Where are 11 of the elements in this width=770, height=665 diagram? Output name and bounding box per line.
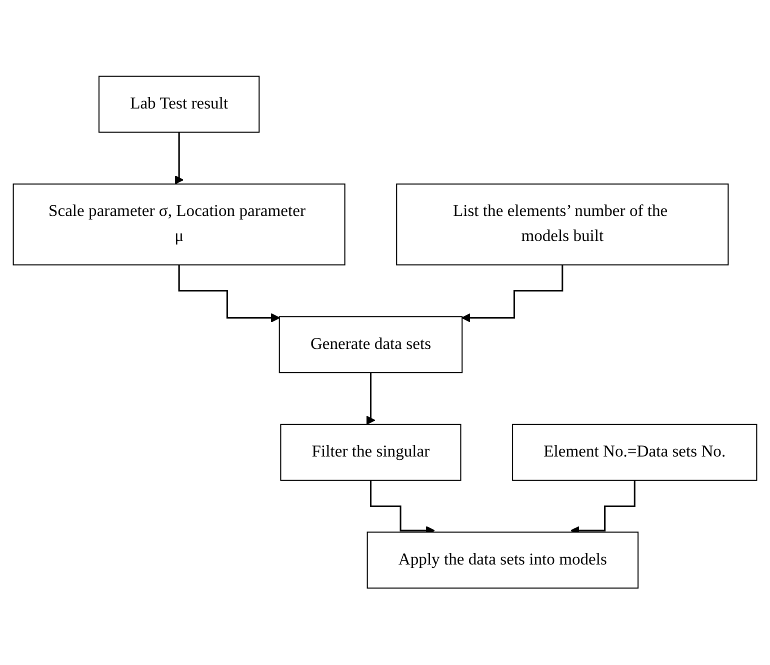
arrow bbox=[174, 132, 184, 185]
node-box: List the elements’ number of the models built bbox=[396, 184, 729, 266]
node-box: Lab Test result bbox=[98, 76, 260, 134]
arrow bbox=[462, 264, 564, 323]
node-box: Scale parameter σ, Location parameter μ bbox=[12, 184, 346, 266]
node-box: Filter the singular bbox=[280, 424, 462, 482]
node-box: Generate data sets bbox=[278, 316, 463, 374]
arrow bbox=[178, 264, 280, 323]
node-box: Element No.=Data sets No. bbox=[512, 424, 758, 482]
node-box: Apply the data sets into models bbox=[366, 532, 639, 589]
arrow bbox=[366, 372, 376, 426]
